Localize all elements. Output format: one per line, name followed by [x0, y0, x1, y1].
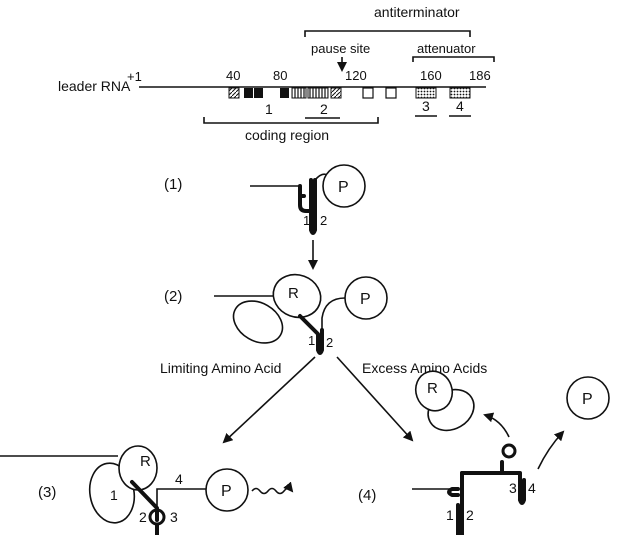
step-3: (3) R 1 2 3 4 P: [0, 446, 292, 535]
step-2-linker: [322, 298, 345, 330]
region-4-box: [450, 88, 470, 98]
step-3-polymerase-label: P: [221, 483, 232, 500]
pause-site-label: pause site: [311, 41, 370, 56]
step-3-region-1: 1: [110, 487, 118, 503]
position-80: 80: [273, 68, 287, 83]
step-3-region-3: 3: [170, 509, 178, 525]
step-4-polymerase-label: P: [582, 391, 593, 408]
region-4-label: 4: [456, 98, 464, 114]
step-4-polymerase-release-arrow: [538, 432, 563, 469]
step-4-ribosome-label: R: [427, 380, 438, 397]
codon-block-striped-2: [308, 88, 328, 98]
step-3-ribosome-label: R: [140, 453, 151, 470]
attenuator-label: attenuator: [417, 41, 476, 56]
step-3-linker: [157, 489, 206, 508]
step-4: R P (4) 1 2 3 4: [358, 366, 609, 535]
step-3-region-4: 4: [175, 471, 183, 487]
coding-region-label: coding region: [245, 127, 329, 143]
codon-block-hatched-1: [229, 88, 239, 98]
step-4-region-4: 4: [528, 480, 536, 496]
step-4-ribosome-release-arrow: [485, 415, 509, 437]
position-186: 186: [469, 68, 491, 83]
step-4-region-2: 2: [466, 507, 474, 523]
codon-block-solid-2: [254, 88, 263, 98]
leader-rna-label: leader RNA: [58, 78, 131, 94]
step-2-polymerase-label: P: [360, 291, 371, 308]
step-3-label: (3): [38, 484, 56, 501]
codon-block-hatched-2: [331, 88, 341, 98]
codon-block-solid-1: [244, 88, 253, 98]
position-120: 120: [345, 68, 367, 83]
step-4-label: (4): [358, 487, 376, 504]
step-1-region-2: 2: [320, 213, 327, 228]
attenuator-bracket: [413, 57, 494, 62]
step-1-polymerase-label: P: [338, 179, 349, 196]
step-4-region-3: 3: [509, 480, 517, 496]
region-3-label: 3: [422, 98, 430, 114]
region-2-label: 2: [320, 101, 328, 117]
step-2-region-1: 1: [308, 333, 315, 348]
region-3-box: [416, 88, 436, 98]
step-1-label: (1): [164, 176, 182, 193]
limiting-amino-acid-label: Limiting Amino Acid: [160, 360, 281, 376]
step-1-region-1: 1: [303, 213, 310, 228]
step-1: (1) P 1 2: [164, 165, 365, 268]
codon-block-striped-1: [292, 88, 306, 98]
step-3-region-2: 2: [139, 509, 147, 525]
block-open-2: [386, 88, 396, 98]
step-4-small-loop: [503, 445, 515, 457]
step-3-ribosome-large: [119, 446, 157, 490]
position-40: 40: [226, 68, 240, 83]
step-2: (2) R P 1 2: [164, 268, 387, 353]
codon-block-solid-3: [280, 88, 289, 98]
block-open-1: [363, 88, 373, 98]
position-160: 160: [420, 68, 442, 83]
coding-region-bracket: [204, 117, 378, 123]
step-3-squiggle: [252, 489, 292, 494]
step-4-region-1: 1: [446, 507, 454, 523]
leader-rna-map: antiterminator pause site attenuator +1 …: [58, 4, 494, 143]
step-2-label: (2): [164, 288, 182, 305]
step-2-region-2: 2: [326, 335, 333, 350]
antiterminator-bracket: [305, 31, 470, 37]
antiterminator-label: antiterminator: [374, 4, 460, 20]
region-1-label: 1: [265, 101, 273, 117]
step-4-hairpin-1-2: [449, 473, 462, 535]
step-2-ribosome-label: R: [288, 285, 299, 302]
